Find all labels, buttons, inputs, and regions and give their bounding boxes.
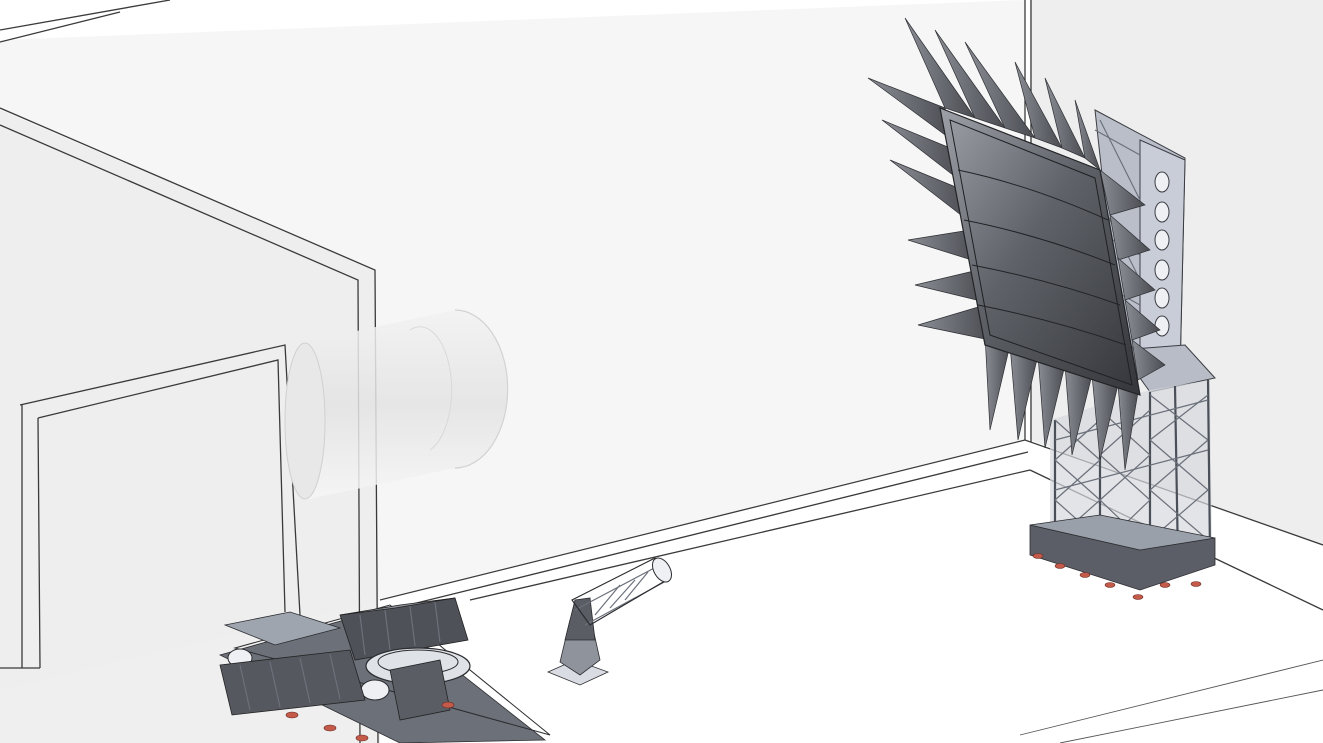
- tower-feet: [1032, 553, 1202, 600]
- serrated-reflector: [867, 17, 1166, 471]
- transparent-cylinder: [284, 309, 509, 500]
- shielded-enclosure: [0, 107, 380, 743]
- rail-positioner: [218, 597, 551, 743]
- rail-feet: [285, 701, 455, 742]
- feed-horn-positioner: [546, 557, 672, 686]
